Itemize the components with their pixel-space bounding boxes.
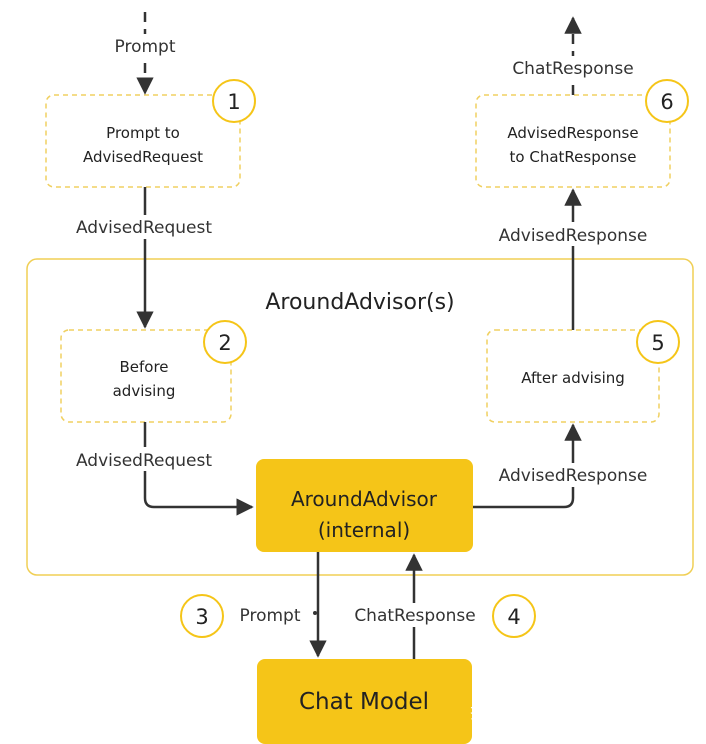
step4-badge: [492, 594, 536, 638]
step1-line2: AdvisedRequest: [83, 148, 203, 166]
step2-badge: [203, 320, 247, 364]
step6-badge: [645, 79, 689, 123]
step1-out-label: AdvisedRequest: [76, 218, 212, 238]
step4-number: 4: [507, 605, 520, 629]
step3-number: 3: [195, 605, 208, 629]
step6-box: [475, 94, 671, 188]
step5-in-label: AdvisedResponse: [499, 466, 648, 486]
step1-box: [45, 94, 241, 188]
around-advisor-internal-box: [256, 459, 473, 552]
step5-number: 5: [651, 331, 664, 355]
to-model-prompt-label: Prompt: [240, 606, 301, 626]
step2-out-label: AdvisedRequest: [76, 451, 212, 471]
advisor-to-step5-arrow: [473, 423, 582, 509]
step5-box: [486, 329, 660, 423]
from-model-chatresponse-label: ChatResponse: [354, 606, 475, 626]
input-prompt-label: Prompt: [115, 37, 176, 57]
step2-number: 2: [218, 331, 231, 355]
group-title: AroundAdvisor(s): [265, 290, 454, 315]
output-chatresponse-label: ChatResponse: [512, 59, 633, 79]
step1-line1: Prompt to: [106, 124, 180, 142]
chat-model-label: Chat Model: [299, 689, 429, 715]
step5-line1: After advising: [521, 369, 625, 387]
step6-in-label: AdvisedResponse: [499, 226, 648, 246]
step6-line2: to ChatResponse: [510, 148, 637, 166]
step6-number: 6: [660, 90, 673, 114]
step1-badge: [212, 79, 256, 123]
step6-line1: AdvisedResponse: [507, 124, 638, 142]
watermark: 掘金技术社区 @ 进击的野人: [470, 703, 685, 723]
step5-badge: [636, 320, 680, 364]
step2-line1: Before: [119, 358, 168, 376]
around-advisor-line2: (internal): [318, 518, 410, 542]
step1-number: 1: [227, 90, 240, 114]
step3-badge: [180, 594, 224, 638]
around-advisors-group: [26, 258, 694, 576]
step2-to-advisor-arrow: [143, 422, 254, 516]
step2-box: [60, 329, 232, 423]
around-advisor-line1: AroundAdvisor: [291, 487, 438, 511]
chat-model-box: [257, 659, 472, 744]
step2-line2: advising: [113, 382, 176, 400]
